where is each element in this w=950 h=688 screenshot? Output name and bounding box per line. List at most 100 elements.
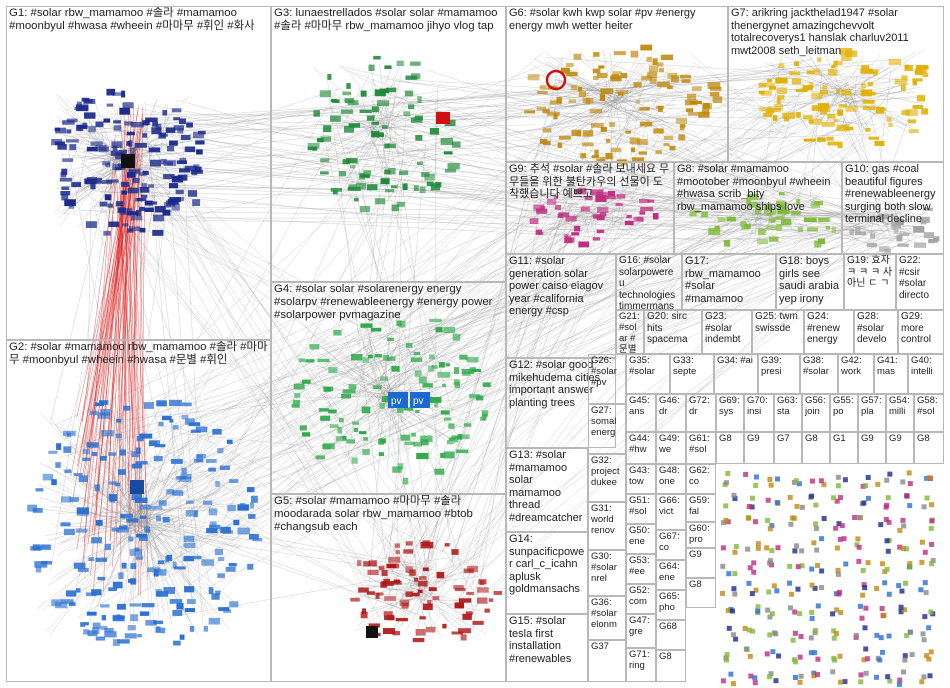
group-label-g30: G30: #solar nrel — [591, 551, 623, 584]
group-label-g36: G36: #solar elonm — [591, 597, 623, 630]
group-label-g69: G69: sys — [719, 395, 741, 417]
group-label-g65: G65: pho — [659, 591, 683, 613]
group-box-g57: G57: pla — [858, 394, 886, 432]
group-label-g8-c: G8 — [917, 433, 941, 444]
group-box-g51: G51: #sol — [626, 494, 656, 524]
group-label-g71: G71: ring — [629, 649, 653, 671]
group-label-g18: G18: boys girls see saudi arabia yep iro… — [779, 255, 841, 305]
group-box-g7: G7: arikring jackthelad1947 #solar thene… — [728, 6, 944, 162]
group-box-g66: G66: vict — [656, 494, 686, 530]
group-box-g9: G9: 추석 #solar #솔라 보내세요 무무들을 위한 불탄카우의 선물이… — [506, 162, 674, 254]
group-box-g8-c: G8 — [914, 432, 944, 464]
group-box-g9-a: G9 — [744, 432, 774, 464]
group-box-g9-b: G9 — [858, 432, 886, 464]
group-label-g56: G56: join — [805, 395, 827, 417]
group-box-g52: G52: com — [626, 584, 656, 614]
group-label-g68: G68 — [659, 621, 683, 632]
group-box-g42: G42: work — [838, 354, 874, 394]
group-label-g1-a: G1 — [833, 433, 855, 444]
group-box-g32: G32: project dukee — [588, 454, 626, 502]
group-box-g27: G27: somal energ — [588, 404, 626, 454]
group-label-g20: G20: sirc hits spacema — [647, 311, 699, 346]
group-box-g54: G54: milli — [886, 394, 914, 432]
group-box-g17: G17: rbw_mamamoo #solar #mamamoo — [682, 254, 776, 310]
group-label-g8: G8: #solar #mamamoo #mootober #moonbyul … — [677, 163, 839, 213]
group-label-g53: G53: #ee — [629, 555, 653, 577]
group-label-g45: G45: ans — [629, 395, 653, 417]
group-label-g4: G4: #solar solar #solarenergy energy #so… — [274, 283, 503, 322]
group-label-g67: G67: co — [659, 531, 683, 553]
group-box-g13: G13: #solar #mamamoo solar mamamoo threa… — [506, 448, 588, 532]
group-label-g23: G23: #solar indembt — [705, 311, 749, 346]
group-box-g20: G20: sirc hits spacema — [644, 310, 702, 354]
group-box-g9-c: G9 — [886, 432, 914, 464]
group-label-g60: G60: pro — [689, 523, 713, 545]
group-box-g69: G69: sys — [716, 394, 744, 432]
group-box-g18: G18: boys girls see saudi arabia yep iro… — [776, 254, 844, 310]
group-label-g59: G59: fal — [689, 495, 713, 517]
group-box-g56: G56: join — [802, 394, 830, 432]
group-label-g55: G55: po — [833, 395, 855, 417]
group-box-g34: G34: #ai — [714, 354, 758, 394]
group-box-g38: G38: #solar — [800, 354, 838, 394]
small-group-nodes — [720, 470, 936, 686]
group-label-g57: G57: pla — [861, 395, 883, 417]
group-label-g21: G21: #solar #문별 #솔라 — [619, 311, 641, 354]
group-box-g11: G11: #solar generation solar power caiso… — [506, 254, 616, 358]
group-box-g63: G63: sta — [774, 394, 802, 432]
group-box-g14: G14: sunpacificpower carl_c_icahn aplusk… — [506, 532, 588, 614]
group-box-g43: G43: tow — [626, 464, 656, 494]
group-label-g61: G61: #sol — [689, 433, 713, 455]
group-box-g29: G29: more control — [898, 310, 944, 354]
group-box-g28: G28: #solar develo — [854, 310, 898, 354]
group-label-g29: G29: more control — [901, 311, 941, 346]
group-label-g32: G32: project dukee — [591, 455, 623, 488]
group-box-g68: G68 — [656, 620, 686, 650]
group-label-g72: G72: dr — [689, 395, 713, 417]
group-label-g7: G7: arikring jackthelad1947 #solar thene… — [731, 7, 941, 57]
group-label-g41: G41: mas — [877, 355, 905, 377]
group-box-g9-d: G9 — [686, 548, 716, 578]
group-box-g8-d: G8 — [656, 650, 686, 682]
group-box-g19: G19: 효자 ㅋ ㅋ ㅋ 사 아닌 ㄷ ㄱ — [844, 254, 896, 310]
group-box-g1: G1: #solar rbw_mamamoo #솔라 #mamamoo #moo… — [6, 6, 271, 340]
group-box-g41: G41: mas — [874, 354, 908, 394]
group-label-g46: G46: dr — [659, 395, 683, 417]
group-label-g28: G28: #solar develo — [857, 311, 895, 346]
group-box-g67: G67: co — [656, 530, 686, 560]
group-box-g47: G47: gre — [626, 614, 656, 648]
group-label-g19: G19: 효자 ㅋ ㅋ ㅋ 사 아닌 ㄷ ㄱ — [847, 255, 893, 290]
group-box-g50: G50: ene — [626, 524, 656, 554]
group-box-g2: G2: #solar #mamamoo rbw_mamamoo #솔라 #마마무… — [6, 340, 271, 682]
group-box-g8-b: G8 — [802, 432, 830, 464]
group-label-g1: G1: #solar rbw_mamamoo #솔라 #mamamoo #moo… — [9, 7, 268, 33]
group-box-g55: G55: po — [830, 394, 858, 432]
group-box-g40: G40: intelli — [908, 354, 944, 394]
group-label-g11: G11: #solar generation solar power caiso… — [509, 255, 613, 318]
group-label-g15: G15: #solar tesla first installation #re… — [509, 615, 585, 665]
group-box-g37: G37 — [588, 640, 626, 682]
group-box-g8: G8: #solar #mamamoo #mootober #moonbyul … — [674, 162, 842, 254]
group-label-g39: G39: presi — [761, 355, 797, 377]
group-box-g46: G46: dr — [656, 394, 686, 432]
group-label-g9-b: G9 — [861, 433, 883, 444]
group-box-g21: G21: #solar #문별 #솔라 — [616, 310, 644, 354]
group-box-g5: G5: #solar #mamamoo #마마무 #솔라 moodarada s… — [271, 494, 506, 682]
group-label-g10: G10: gas #coal beautiful figures #renewa… — [845, 163, 941, 226]
group-box-g6: G6: #solar kwh kwp solar #pv #energy ene… — [506, 6, 728, 162]
group-label-g8-d: G8 — [659, 651, 683, 662]
group-label-g38: G38: #solar — [803, 355, 835, 377]
group-box-g4: G4: #solar solar #solarenergy energy #so… — [271, 282, 506, 494]
group-label-g63: G63: sta — [777, 395, 799, 417]
group-box-g1-a: G1 — [830, 432, 858, 464]
group-box-g8-a: G8 — [716, 432, 744, 464]
group-box-g3: G3: lunaestrellados #solar solar #mamamo… — [271, 6, 506, 282]
group-box-g10: G10: gas #coal beautiful figures #renewa… — [842, 162, 944, 254]
group-box-g8-e: G8 — [686, 578, 716, 608]
group-label-g43: G43: tow — [629, 465, 653, 487]
group-box-g23: G23: #solar indembt — [702, 310, 752, 354]
group-box-g7-a: G7 — [774, 432, 802, 464]
group-box-g15: G15: #solar tesla first installation #re… — [506, 614, 588, 682]
group-label-g51: G51: #sol — [629, 495, 653, 517]
